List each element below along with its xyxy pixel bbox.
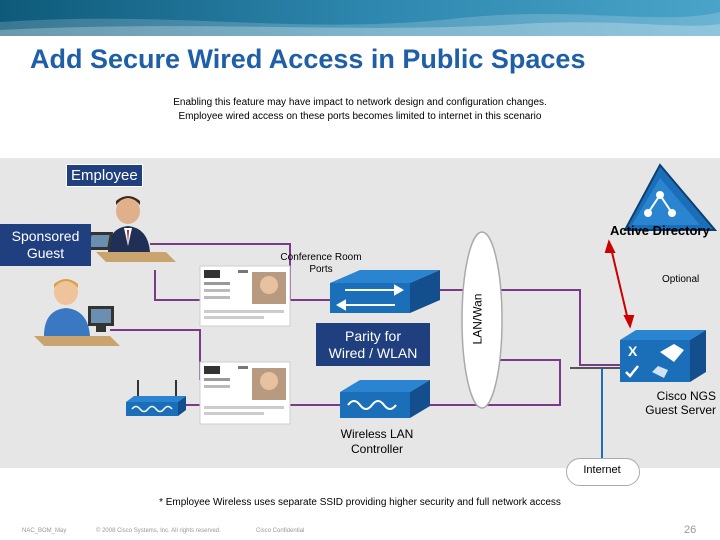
page-title: Add Secure Wired Access in Public Spaces	[30, 44, 586, 74]
lan-wan-cloud-icon	[461, 231, 503, 409]
employee-person-icon	[85, 196, 176, 262]
internet-label: Internet	[583, 464, 621, 476]
internet-cloud-icon	[566, 458, 640, 486]
ngs-label: Cisco NGS Guest Server	[624, 389, 716, 417]
employee-label: Employee	[66, 164, 143, 187]
guest-pc-link	[110, 329, 201, 380]
optional-label: Optional	[662, 274, 700, 285]
subtitle-line-2: Employee wired access on these ports bec…	[178, 111, 542, 122]
access-point-icon	[126, 380, 186, 416]
footer-confidential: Cisco Confidential	[256, 528, 305, 534]
guest-portal-screenshot-1	[199, 265, 291, 327]
subtitle-line-1: Enabling this feature may have impact to…	[173, 97, 547, 108]
footer-copyright: © 2008 Cisco Systems, Inc. All rights re…	[96, 528, 221, 534]
wireless-lan-controller-icon	[340, 380, 430, 418]
ngs-line-1: Cisco NGS	[656, 389, 716, 403]
optional-arrow	[604, 239, 635, 329]
subtitle: Enabling this feature may have impact to…	[0, 96, 720, 124]
conference-line-1: Conference Room	[280, 252, 362, 263]
ngs-check-icon	[625, 365, 639, 378]
parity-label: Parity for Wired / WLAN	[316, 323, 430, 366]
ngs-line-2: Guest Server	[645, 403, 716, 417]
footer-deck-id: NAC_BOM_May	[22, 528, 67, 534]
guest-portal-screenshot-2	[199, 361, 291, 425]
ngs-mark: X	[628, 343, 638, 359]
wan-wlc-link	[430, 359, 561, 406]
active-directory-label: Active Directory	[610, 223, 710, 238]
sponsored-guest-label: Sponsored Guest	[0, 224, 91, 266]
sponsored-line-1: Sponsored	[11, 228, 80, 244]
footnote: * Employee Wireless uses separate SSID p…	[159, 497, 561, 508]
wlc-line-2: Controller	[350, 442, 404, 456]
active-directory-icon	[623, 163, 718, 231]
wlc-label: Wireless LAN Controller	[326, 427, 428, 457]
wan-ngs-link	[500, 289, 620, 366]
parity-line-1: Parity for	[344, 328, 401, 344]
footer-page-number: 26	[684, 524, 697, 536]
conference-line-2: Ports	[309, 264, 333, 275]
sponsored-line-2: Guest	[26, 245, 65, 261]
conference-room-label: Conference Room Ports	[276, 252, 366, 276]
guest-person-icon	[34, 279, 120, 346]
sponsored-link	[154, 270, 200, 301]
parity-line-2: Wired / WLAN	[328, 345, 418, 361]
wlc-line-1: Wireless LAN	[340, 427, 414, 441]
header-band	[0, 0, 720, 36]
lan-wan-label: LAN/Wan	[470, 293, 485, 345]
switch-icon	[330, 270, 440, 313]
